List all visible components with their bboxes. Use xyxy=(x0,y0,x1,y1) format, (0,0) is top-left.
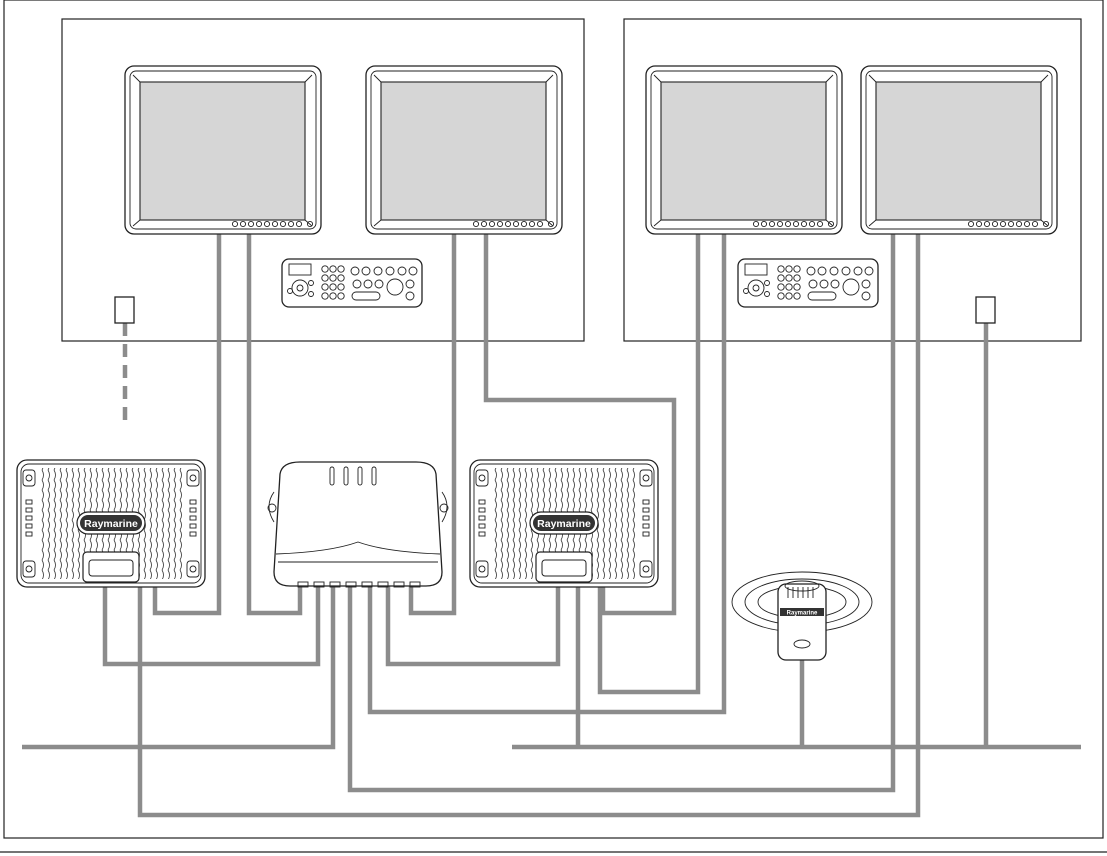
keypad-controller-left xyxy=(282,259,422,307)
display-screen xyxy=(140,82,305,220)
network-switch xyxy=(268,462,448,587)
sonar-module-1: Raymarine xyxy=(17,460,205,587)
display-unit-3 xyxy=(646,66,842,234)
display-unit-2 xyxy=(366,66,562,234)
sonar-module-2: Raymarine xyxy=(470,460,658,587)
transducer: Raymarine xyxy=(732,572,872,660)
brand-logo-text: Raymarine xyxy=(84,518,138,530)
keypad-controller-right xyxy=(738,259,878,307)
junction-box-left xyxy=(115,297,134,323)
display-screen xyxy=(876,82,1041,220)
brand-logo-text: Raymarine xyxy=(537,518,591,530)
display-screen xyxy=(381,82,546,220)
junction-box-right xyxy=(976,297,995,323)
display-screen xyxy=(661,82,826,220)
display-unit-1 xyxy=(125,66,321,234)
transducer-brand-text: Raymarine xyxy=(787,611,818,617)
display-unit-4 xyxy=(861,66,1057,234)
